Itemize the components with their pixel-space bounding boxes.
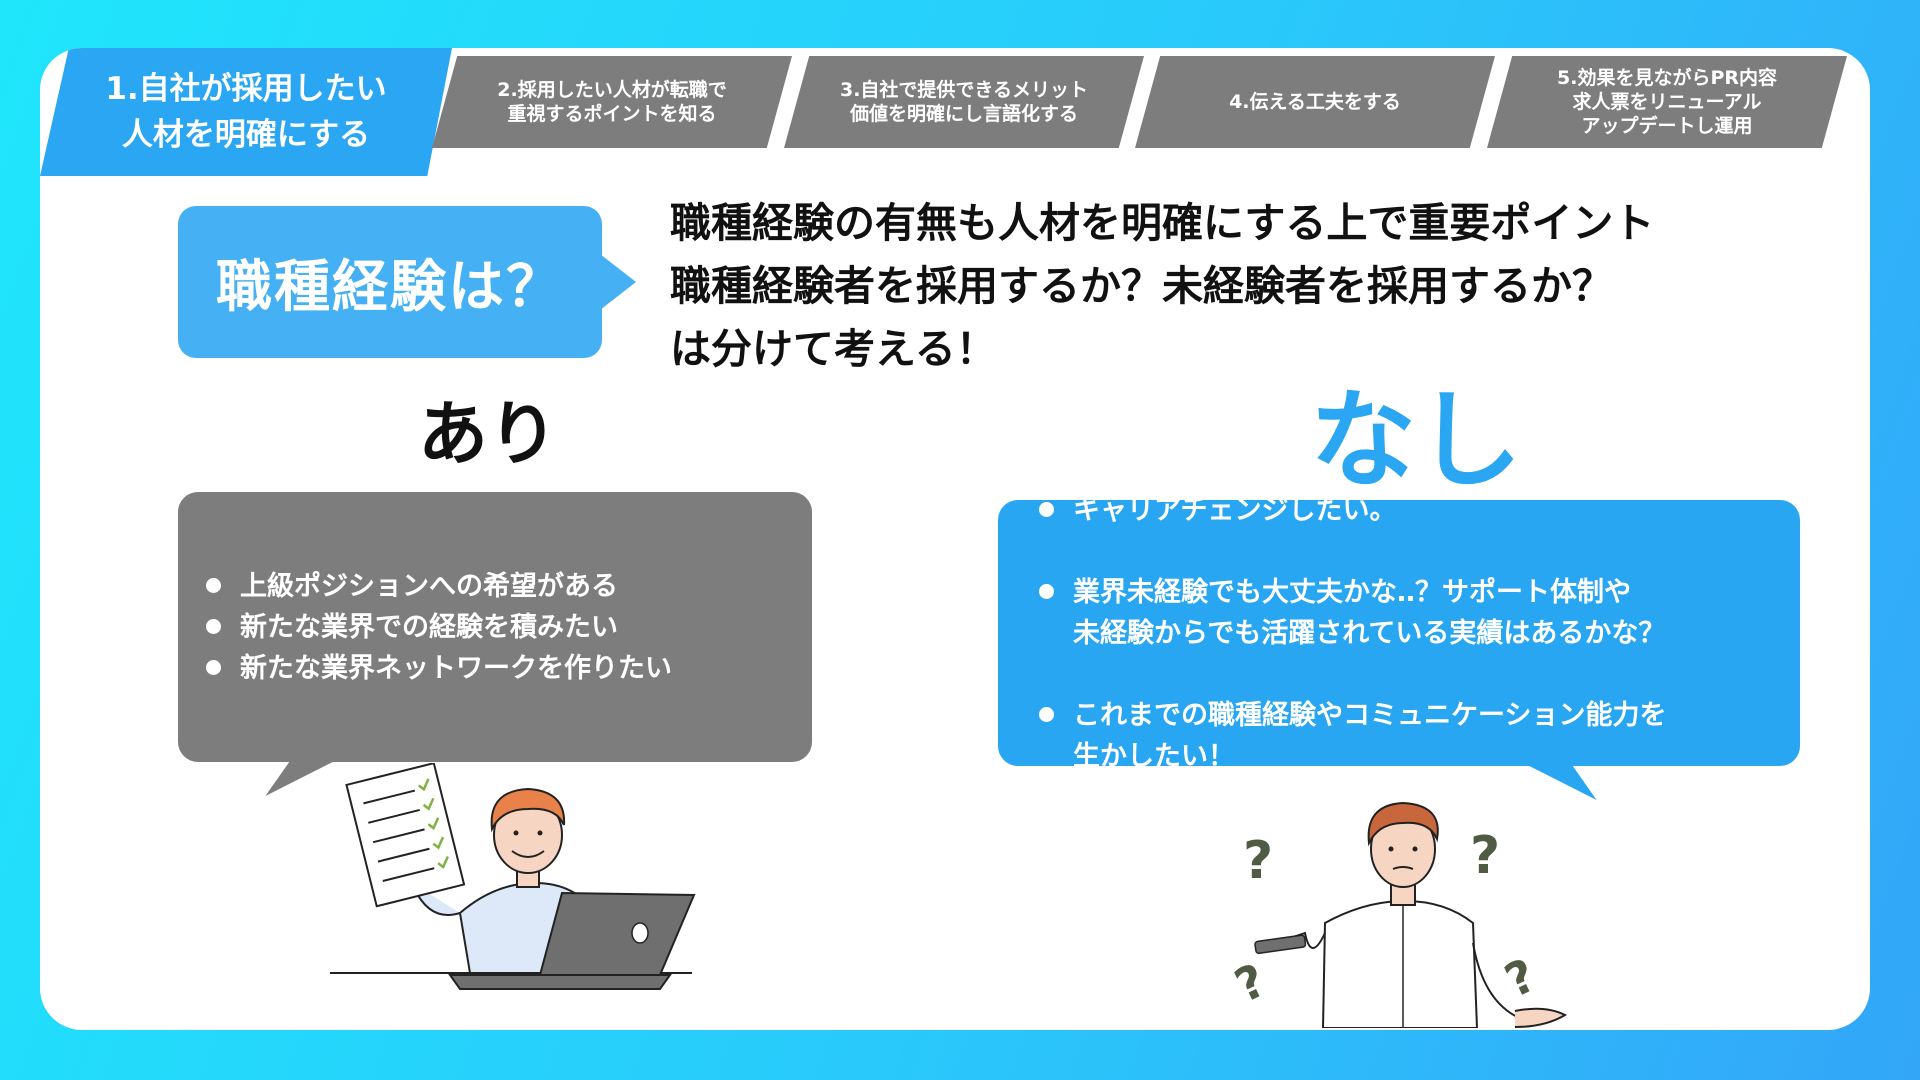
headline-line-3: は分けて考える！ xyxy=(670,325,997,373)
nashi-item: 業界未経験でも大丈夫かな‥？サポート体制や 未経験からでも活躍されている実績はあ… xyxy=(1035,572,1666,654)
headline: 職種経験の有無も人材を明確にする上で重要ポイント 職種経験者を採用するか？未経験… xyxy=(670,192,1830,381)
nashi-list: キャリアチェンジしたい。 業界未経験でも大丈夫かな‥？サポート体制や 未経験から… xyxy=(998,449,1666,818)
process-steps: 1.自社が採用したい 人材を明確にする 2.採用したい人材が転職で 重視するポイ… xyxy=(40,48,1870,248)
ari-label: あり xyxy=(418,393,558,475)
step-1[interactable]: 1.自社が採用したい 人材を明確にする xyxy=(40,48,452,176)
question-mark-icon: ? xyxy=(1470,826,1500,886)
question-mark-icon: ? xyxy=(1243,831,1273,891)
question-bubble: 職種経験は？ xyxy=(178,206,636,358)
question-mark-icon: ? xyxy=(1497,948,1544,1008)
step-4[interactable]: 4.伝える工夫をする xyxy=(1135,56,1495,148)
nashi-label: なし xyxy=(1310,379,1522,502)
nashi-bubble: キャリアチェンジしたい。 業界未経験でも大丈夫かな‥？サポート体制や 未経験から… xyxy=(998,495,1800,800)
question-text: 職種経験は？ xyxy=(216,254,564,320)
slide-card: 1.自社が採用したい 人材を明確にする 2.採用したい人材が転職で 重視するポイ… xyxy=(40,48,1870,1030)
question-mark-icon: ? xyxy=(1227,953,1274,1013)
ari-bubble: 上級ポジションへの希望がある 新たな業界での経験を積みたい 新たな業界ネットワー… xyxy=(178,492,812,796)
ari-item: 上級ポジションへの希望がある xyxy=(202,566,672,607)
ari-item: 新たな業界ネットワークを作りたい xyxy=(202,648,672,689)
step-5[interactable]: 5.効果を見ながらPR内容 求人票をリニューアル アップデートし運用 xyxy=(1487,56,1847,148)
man-with-checklist-illustration xyxy=(330,763,696,990)
step-3[interactable]: 3.自社で提供できるメリット 価値を明確にし言語化する xyxy=(784,56,1144,148)
step-2[interactable]: 2.採用したい人材が転職で 重視するポイントを知る xyxy=(432,56,792,148)
nashi-item: キャリアチェンジしたい。 xyxy=(1035,490,1666,531)
ari-item: 新たな業界での経験を積みたい xyxy=(202,607,672,648)
headline-line-1: 職種経験の有無も人材を明確にする上で重要ポイント xyxy=(670,199,1655,247)
nashi-item: これまでの職種経験やコミュニケーション能力を 生かしたい！ xyxy=(1035,695,1666,777)
confused-man-illustration: ? ? ? ? xyxy=(1227,801,1568,1028)
ari-list: 上級ポジションへの希望がある 新たな業界での経験を積みたい 新たな業界ネットワー… xyxy=(178,566,672,689)
headline-line-2: 職種経験者を採用するか？未経験者を採用するか？ xyxy=(670,262,1613,310)
